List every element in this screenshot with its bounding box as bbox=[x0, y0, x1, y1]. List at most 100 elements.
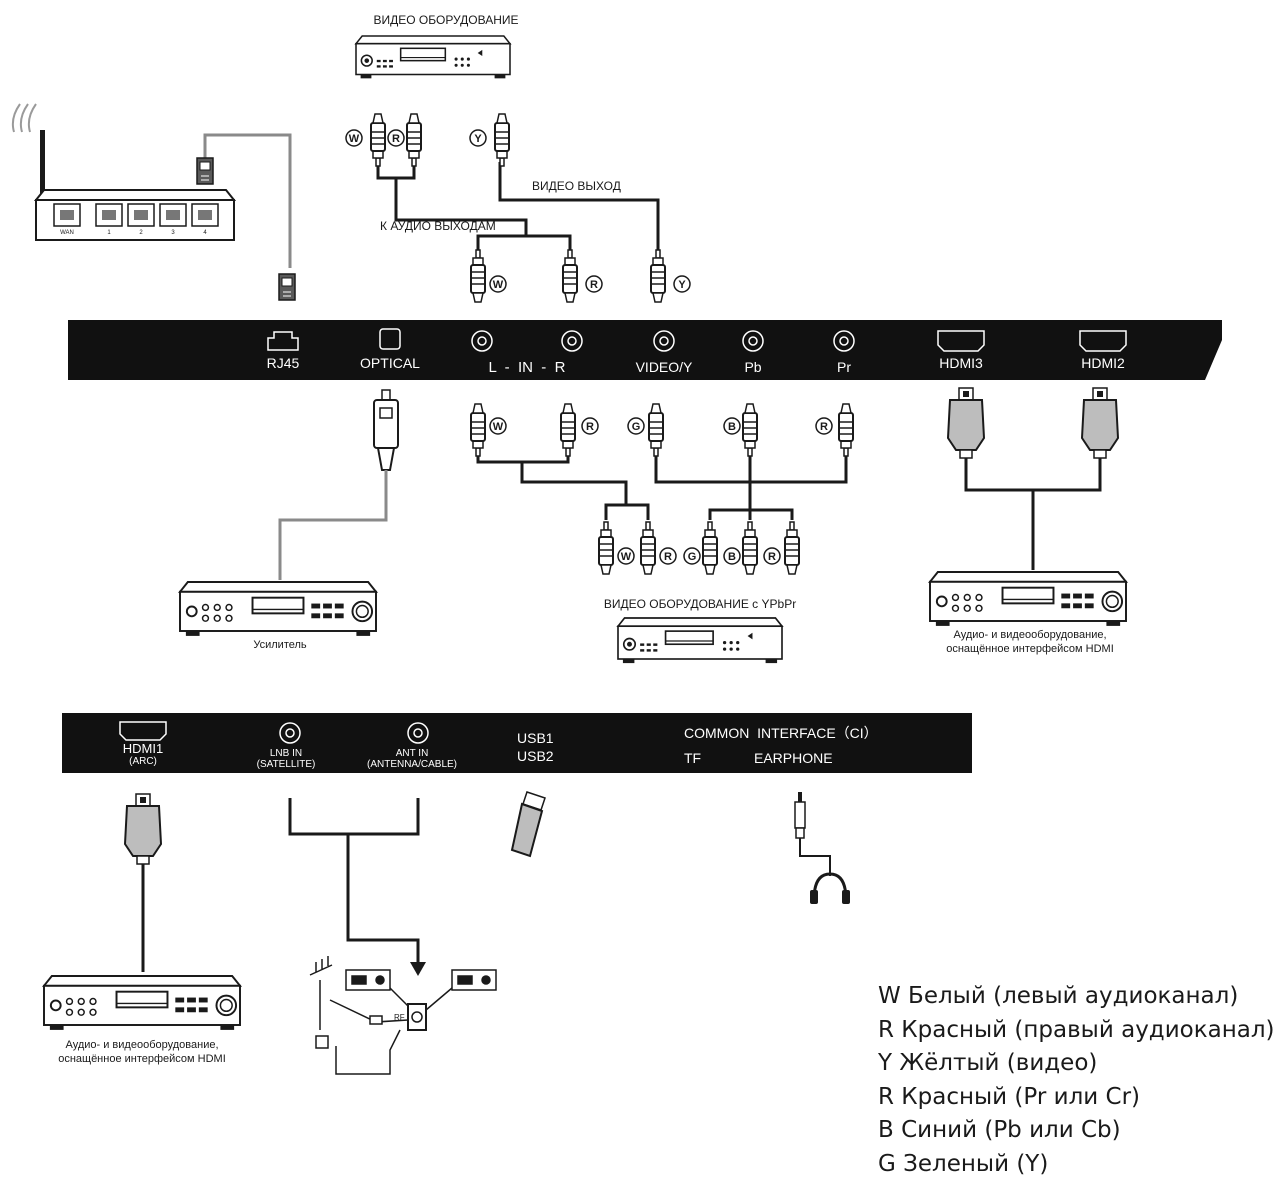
port-video-y-label: VIDEO/Y bbox=[636, 359, 693, 375]
port-l-in-r-label: L - IN - R bbox=[489, 359, 566, 376]
svg-text:R: R bbox=[392, 133, 400, 145]
svg-text:B: B bbox=[728, 551, 736, 563]
plug-letter-badges-eq: W R G B R bbox=[617, 547, 781, 565]
optical-plug bbox=[373, 389, 399, 471]
hdmi-cables-top bbox=[964, 458, 1102, 570]
video-equipment-ypbpr bbox=[617, 617, 783, 664]
port-pb-label: Pb bbox=[744, 359, 761, 375]
rca-plug-b-eq bbox=[742, 521, 758, 575]
port-lnb-in-label: LNB IN bbox=[270, 748, 302, 759]
rca-plug-b-component bbox=[742, 403, 758, 457]
svg-text:1: 1 bbox=[107, 230, 111, 236]
port-ant-in-label: ANT IN bbox=[396, 748, 429, 759]
plug-letter-badges-component: W R G B R bbox=[489, 417, 833, 435]
svg-text:2: 2 bbox=[139, 230, 143, 236]
rca-port-r-icon bbox=[561, 330, 583, 352]
antenna-cables bbox=[288, 798, 420, 962]
svg-text:W: W bbox=[493, 279, 504, 291]
video-equipment-top-label: ВИДЕО ОБОРУДОВАНИЕ bbox=[373, 13, 518, 27]
legend-item-g: G Зеленый (Y) bbox=[878, 1150, 1049, 1177]
amplifier bbox=[179, 581, 377, 637]
hdmi-equipment-left bbox=[43, 975, 241, 1031]
wifi-signal-icon bbox=[11, 103, 37, 133]
svg-text:B: B bbox=[728, 421, 736, 433]
hdmi-equipment-right-label-2: оснащённое интерфейсом HDMI bbox=[946, 643, 1114, 655]
ethernet-plug-tv bbox=[278, 273, 296, 301]
rca-plug-r-in bbox=[562, 249, 578, 303]
legend-item-b: B Синий (Pb или Cb) bbox=[878, 1117, 1121, 1144]
ethernet-plug-router bbox=[196, 157, 214, 185]
earphone-cable bbox=[799, 838, 831, 876]
port-hdmi2-label: HDMI2 bbox=[1081, 355, 1125, 371]
hdmi-plug-hdmi1 bbox=[124, 793, 162, 865]
port-usb1-label: USB1 bbox=[517, 730, 554, 746]
rca-plug-w-component bbox=[470, 403, 486, 457]
rca-plug-w-in bbox=[470, 249, 486, 303]
port-tf-label: TF bbox=[684, 750, 701, 766]
rj45-port-icon bbox=[267, 331, 299, 351]
svg-text:R: R bbox=[820, 421, 828, 433]
usb-stick-icon bbox=[510, 791, 546, 858]
legend-item-r: R Красный (правый аудиоканал) bbox=[878, 1016, 1275, 1043]
optical-cable bbox=[278, 470, 388, 580]
svg-text:4: 4 bbox=[203, 230, 207, 236]
optical-port-icon bbox=[379, 328, 401, 350]
router-port-labels: WAN 1 2 3 4 bbox=[60, 230, 207, 236]
rca-plug-r-top bbox=[406, 113, 422, 167]
rca-plug-y-top bbox=[494, 113, 510, 167]
svg-text:Y: Y bbox=[678, 279, 686, 291]
svg-text:3: 3 bbox=[171, 230, 175, 236]
svg-text:R: R bbox=[768, 551, 776, 563]
rca-plug-g-component bbox=[648, 403, 664, 457]
plug-letter-badges-in: W R Y bbox=[489, 275, 691, 293]
to-audio-outputs-label: К АУДИО ВЫХОДАМ bbox=[380, 219, 496, 233]
port-arc-label: (ARC) bbox=[129, 756, 157, 767]
svg-text:W: W bbox=[349, 133, 360, 145]
plug-letter-badges-top: W R Y bbox=[345, 129, 487, 147]
router bbox=[33, 130, 237, 241]
svg-text:R: R bbox=[586, 421, 594, 433]
rf-label: RF bbox=[394, 1013, 405, 1022]
svg-text:W: W bbox=[621, 551, 632, 563]
legend-item-w: W Белый (левый аудиоканал) bbox=[878, 983, 1239, 1009]
rca-plug-g-eq bbox=[702, 521, 718, 575]
audio-cable-top bbox=[376, 160, 660, 252]
hdmi-plug-hdmi3 bbox=[947, 387, 985, 459]
rca-plug-r-eq bbox=[640, 521, 656, 575]
svg-text:WAN: WAN bbox=[60, 230, 74, 236]
hdmi-plug-hdmi2 bbox=[1081, 387, 1119, 459]
rca-plug-r-component bbox=[560, 403, 576, 457]
port-hdmi3-label: HDMI3 bbox=[939, 355, 983, 371]
rca-port-l-icon bbox=[471, 330, 493, 352]
video-equipment-top bbox=[355, 35, 511, 80]
rca-plug-r2-eq bbox=[784, 521, 800, 575]
svg-text:W: W bbox=[493, 421, 504, 433]
hdmi-equipment-right bbox=[929, 571, 1127, 627]
port-antenna-cable-label: (ANTENNA/CABLE) bbox=[367, 759, 457, 770]
svg-text:R: R bbox=[664, 551, 672, 563]
headphones-icon bbox=[810, 872, 850, 904]
tv-panel-bottom bbox=[62, 713, 972, 773]
ypbpr-equipment-label: ВИДЕО ОБОРУДОВАНИЕ с YPbPr bbox=[604, 597, 796, 611]
port-hdmi1-label: HDMI1 bbox=[123, 741, 163, 756]
port-usb2-label: USB2 bbox=[517, 748, 554, 764]
earphone-plug bbox=[794, 792, 806, 839]
lnb-port-icon bbox=[279, 722, 301, 744]
svg-text:G: G bbox=[632, 421, 641, 433]
svg-text:G: G bbox=[688, 551, 697, 563]
svg-text:R: R bbox=[590, 279, 598, 291]
port-optical-label: OPTICAL bbox=[360, 355, 420, 371]
hdmi2-port-icon bbox=[1079, 330, 1127, 352]
rca-port-video-icon bbox=[653, 330, 675, 352]
svg-text:Y: Y bbox=[474, 133, 482, 145]
antenna-connection-detail bbox=[309, 956, 497, 1075]
rca-plug-r2-component bbox=[838, 403, 854, 457]
legend-item-y: Y Жёлтый (видео) bbox=[878, 1050, 1098, 1077]
port-satellite-label: (SATELLITE) bbox=[257, 759, 316, 770]
rca-port-pb-icon bbox=[742, 330, 764, 352]
rca-port-pr-icon bbox=[833, 330, 855, 352]
tv-panel-top bbox=[68, 320, 1222, 380]
hdmi-equipment-left-label-1: Аудио- и видеооборудование, bbox=[65, 1039, 218, 1051]
arrow-down-icon bbox=[410, 962, 426, 976]
rca-plug-y-in bbox=[650, 249, 666, 303]
